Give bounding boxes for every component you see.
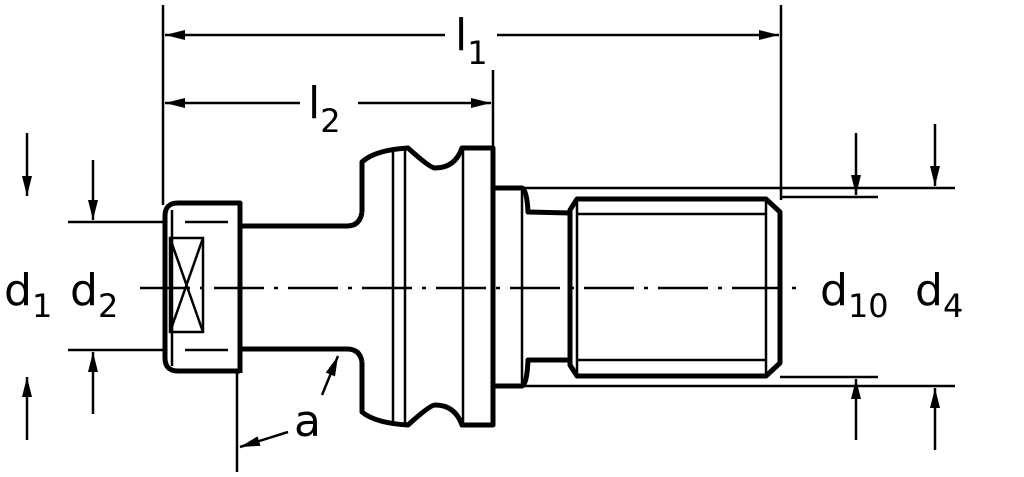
label-l1: l1: [455, 10, 488, 72]
label-d10: d10: [820, 265, 889, 325]
dimension-d4: d4: [915, 124, 963, 450]
label-d1: d1: [4, 265, 52, 325]
wrench-flat-icon: [168, 236, 205, 334]
dimension-d10: d10: [820, 133, 889, 440]
dimension-l1: l1: [165, 10, 779, 72]
label-a: a: [294, 396, 321, 447]
dimension-a: a: [239, 355, 340, 449]
label-d2: d2: [70, 265, 118, 325]
dimension-d2: d2: [70, 160, 118, 414]
extension-lines: [68, 5, 955, 472]
dimension-d1: d1: [4, 133, 52, 440]
label-l2: l2: [308, 78, 341, 140]
label-d4: d4: [915, 265, 963, 325]
dimension-l2: l2: [165, 78, 491, 140]
pull-stud-part: [162, 145, 783, 428]
